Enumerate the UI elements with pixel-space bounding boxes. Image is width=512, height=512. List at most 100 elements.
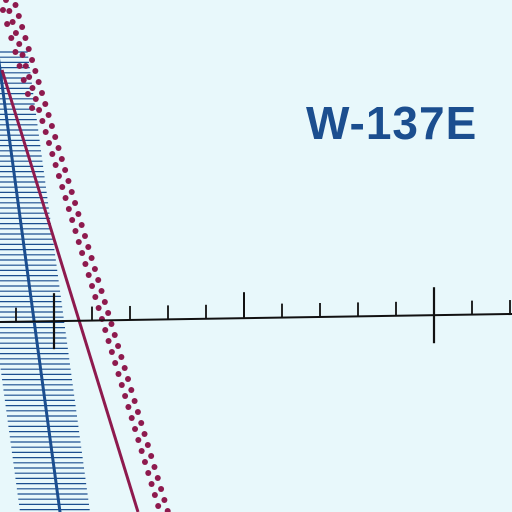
magenta-dot <box>19 52 26 58</box>
magenta-dot <box>121 365 128 371</box>
magenta-dot <box>91 266 98 272</box>
magenta-dot <box>125 404 132 410</box>
magenta-dot <box>105 310 112 316</box>
magenta-dot <box>42 101 49 107</box>
magenta-dot <box>22 63 29 69</box>
magenta-dot <box>20 77 27 83</box>
magenta-dot <box>144 442 151 448</box>
magenta-dot <box>118 382 125 388</box>
magenta-dot <box>148 481 155 487</box>
magenta-dot <box>46 140 53 146</box>
magenta-dot <box>72 200 79 206</box>
magenta-dot <box>75 211 82 217</box>
magenta-dot <box>79 250 86 256</box>
magenta-dot <box>102 327 109 333</box>
magenta-dot <box>85 272 92 278</box>
magenta-dot <box>48 123 55 129</box>
magenta-dot <box>45 112 52 118</box>
magenta-dot <box>35 79 42 85</box>
magenta-dot <box>3 0 9 3</box>
magenta-dot <box>8 35 15 41</box>
magenta-dot <box>12 30 19 36</box>
magenta-dot <box>52 162 59 168</box>
magenta-dot <box>138 448 145 454</box>
magenta-dot <box>58 156 65 162</box>
magenta-dot <box>68 189 75 195</box>
magenta-dot <box>24 91 31 97</box>
magenta-dot <box>29 105 36 111</box>
magenta-dot <box>128 415 135 421</box>
magenta-boundary-line-group <box>0 69 140 512</box>
magenta-dot <box>105 338 112 344</box>
magenta-dot <box>36 107 43 113</box>
magenta-dot <box>92 294 99 300</box>
magenta-dot <box>62 195 69 201</box>
magenta-dot <box>38 90 45 96</box>
magenta-dot <box>115 371 122 377</box>
magenta-dot <box>39 118 46 124</box>
magenta-dot <box>22 35 29 41</box>
magenta-dot <box>81 233 88 239</box>
magenta-dot <box>141 459 148 465</box>
magenta-dot <box>95 305 102 311</box>
magenta-dot <box>111 332 118 338</box>
magenta-dot <box>158 486 165 492</box>
magenta-dot <box>6 8 13 14</box>
tick-scale-line <box>0 287 512 350</box>
magenta-dot <box>9 19 16 25</box>
magenta-dot <box>15 13 22 19</box>
magenta-line <box>0 69 140 512</box>
magenta-dot <box>69 217 76 223</box>
magenta-dot <box>138 420 145 426</box>
magenta-dot <box>135 437 142 443</box>
magenta-dot <box>12 2 19 8</box>
magenta-dot <box>52 134 59 140</box>
magenta-dot <box>145 470 152 476</box>
magenta-dot <box>49 151 56 157</box>
magenta-dot <box>12 49 19 55</box>
magenta-dot <box>29 57 36 63</box>
magenta-dot <box>98 288 105 294</box>
magenta-dot <box>16 41 23 47</box>
magenta-dot <box>88 255 95 261</box>
magenta-dot <box>141 431 148 437</box>
magenta-dot <box>132 426 139 432</box>
magenta-dot <box>32 96 39 102</box>
magenta-dot <box>89 283 96 289</box>
magenta-dot <box>155 503 162 509</box>
magenta-dotted-band <box>0 0 171 512</box>
magenta-dot <box>112 360 119 366</box>
restricted-area-label: W-137E <box>306 97 478 149</box>
magenta-dot <box>59 184 66 190</box>
magenta-dot <box>108 349 115 355</box>
magenta-dot <box>108 321 115 327</box>
magenta-dot <box>128 387 135 393</box>
magenta-dot <box>55 173 62 179</box>
magenta-dot <box>65 206 72 212</box>
magenta-dot <box>164 508 171 512</box>
magenta-dot <box>78 222 85 228</box>
magenta-dot <box>122 393 129 399</box>
magenta-dot <box>118 354 125 360</box>
magenta-dot <box>55 145 62 151</box>
magenta-dot <box>65 178 72 184</box>
magenta-dot <box>154 475 161 481</box>
magenta-dot <box>82 261 89 267</box>
magenta-dot <box>148 453 155 459</box>
magenta-dot <box>75 239 82 245</box>
scale-base-line <box>0 313 512 323</box>
magenta-dot <box>85 244 92 250</box>
magenta-dot <box>95 277 102 283</box>
magenta-dot <box>124 376 131 382</box>
magenta-dot <box>42 129 49 135</box>
magenta-dot <box>72 228 79 234</box>
magenta-dot <box>131 398 138 404</box>
magenta-dot <box>0 7 6 13</box>
magenta-dot <box>151 464 158 470</box>
magenta-dot <box>19 24 26 30</box>
magenta-dot <box>26 74 33 80</box>
magenta-dot <box>32 68 39 74</box>
magenta-dot <box>101 299 108 305</box>
